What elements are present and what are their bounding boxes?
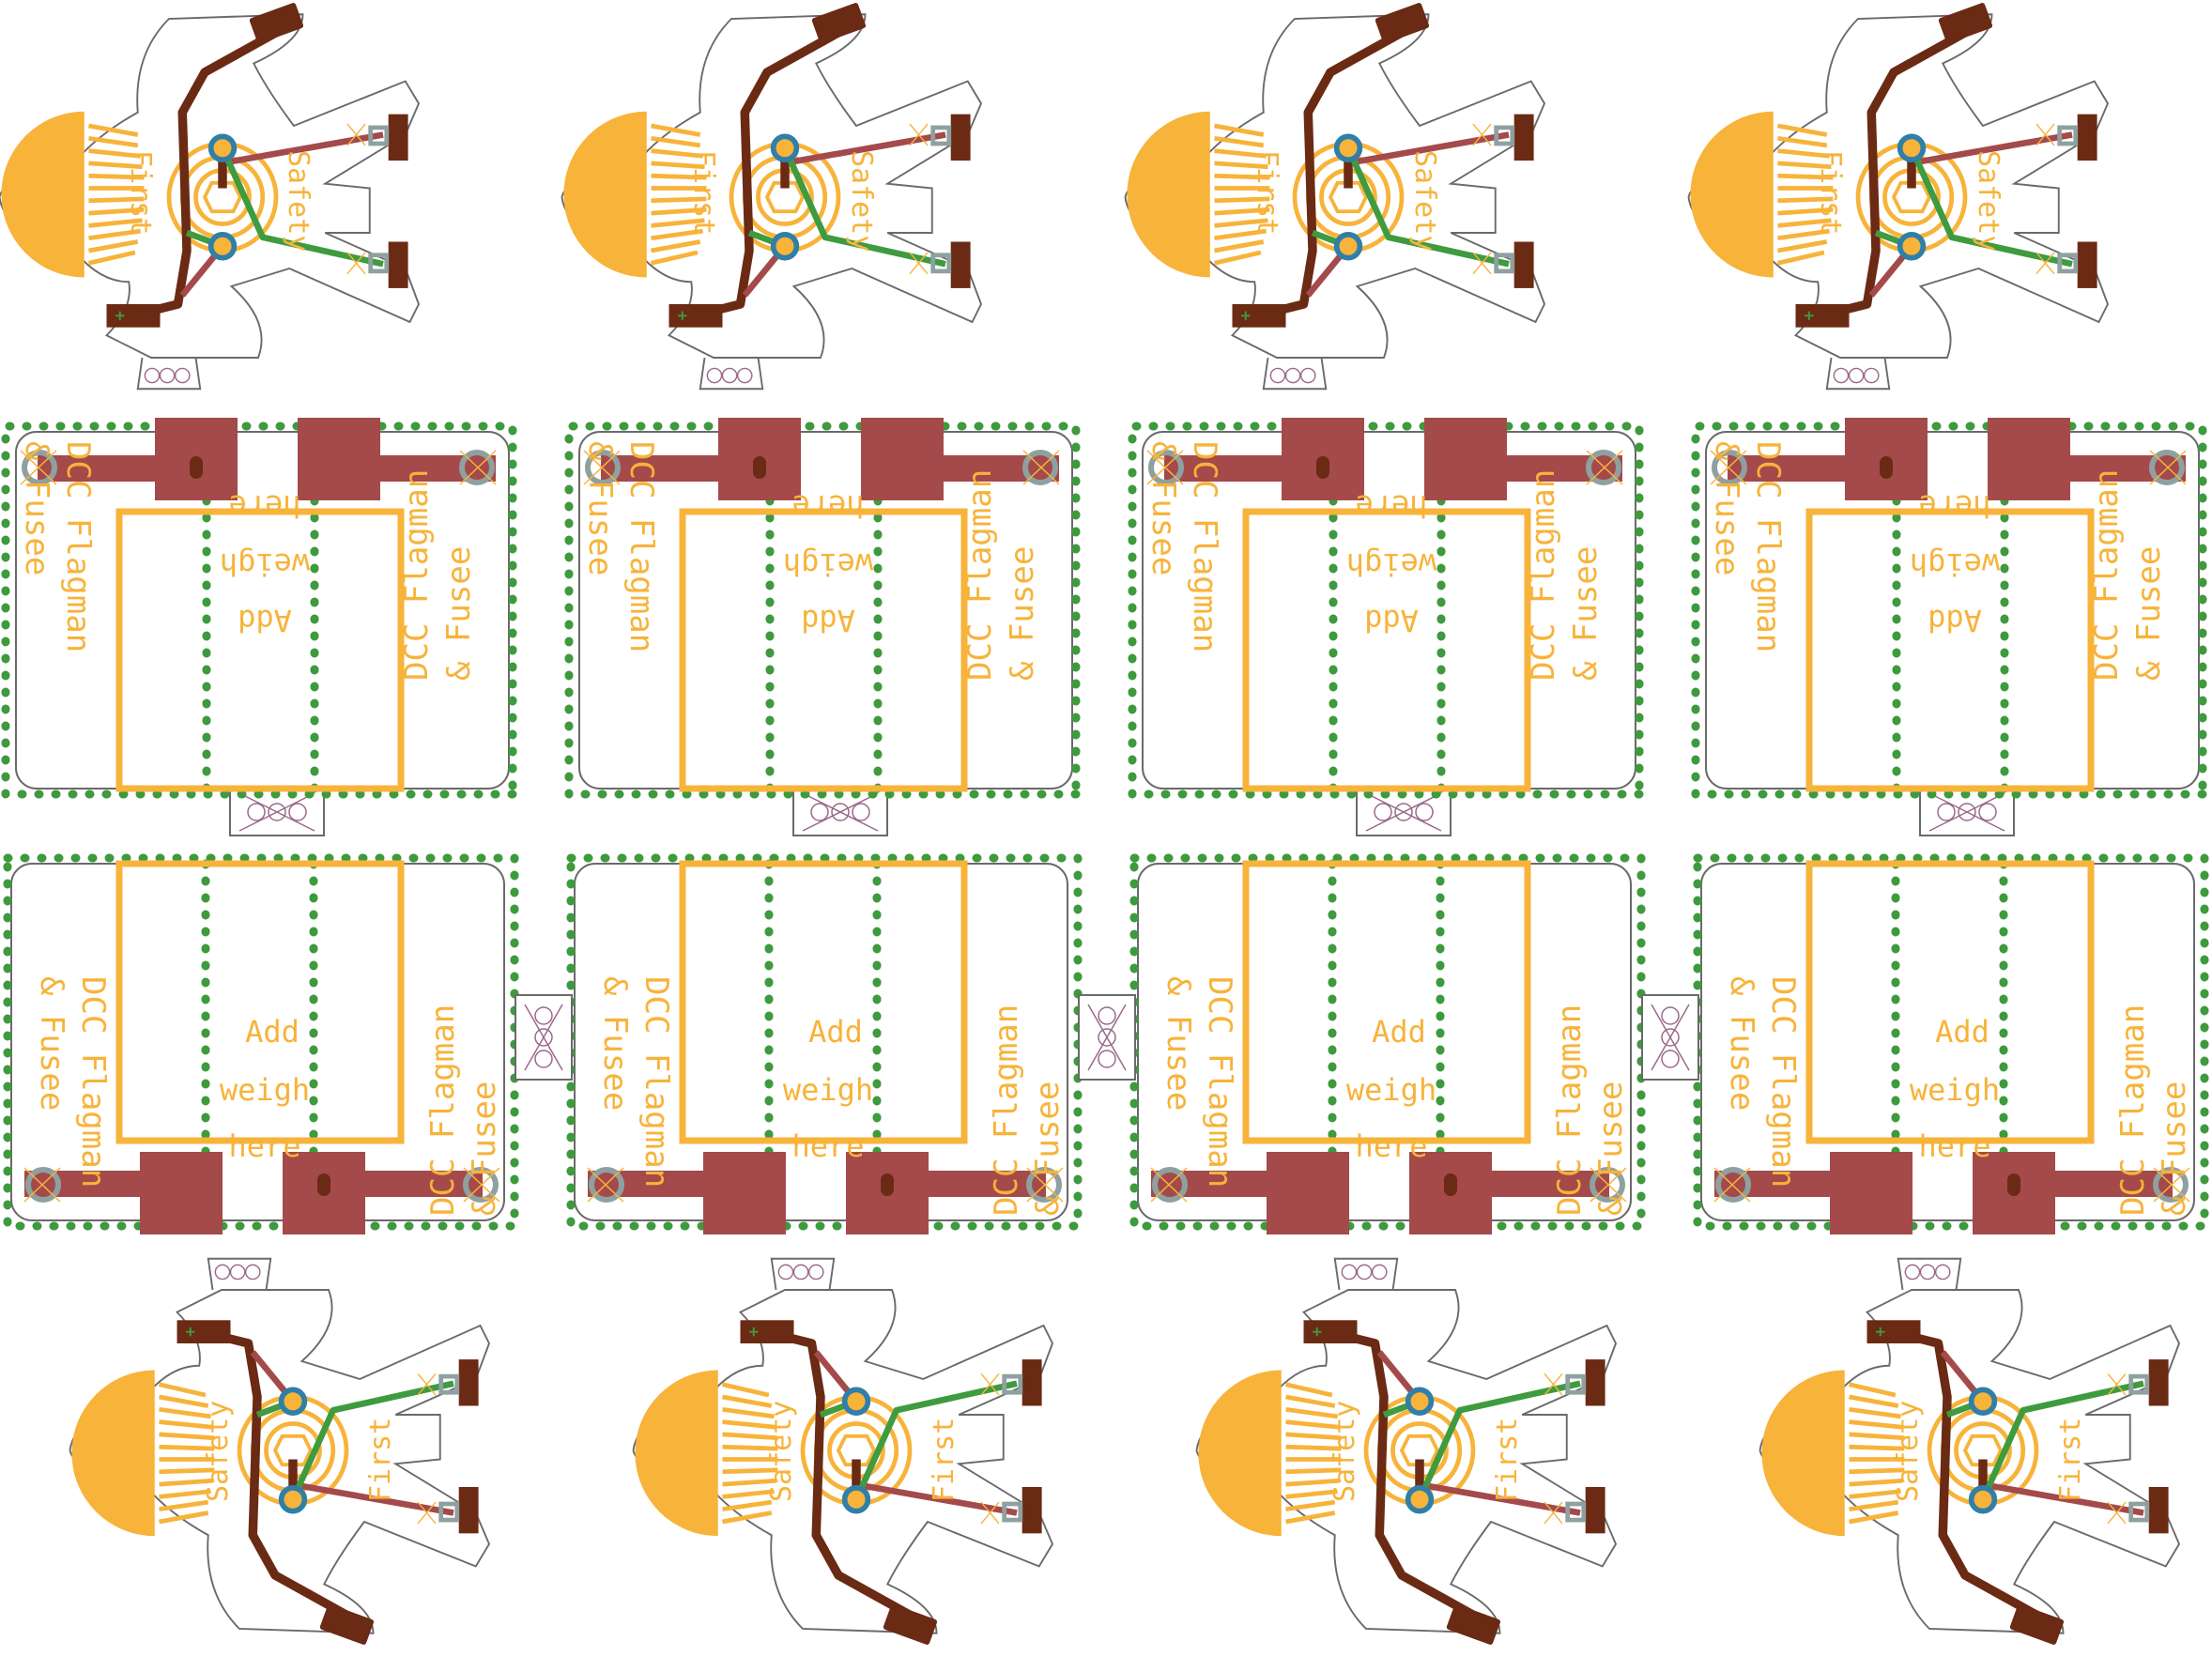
- weight-text: here: [1355, 1128, 1427, 1164]
- board-name: & Fusee: [1708, 441, 1745, 575]
- board-name: & Fusee: [596, 976, 634, 1111]
- board-name: & Fusee: [581, 441, 619, 575]
- board-name: DCC Flagman: [424, 1004, 462, 1216]
- row2-col1-text: DCC Flagman & Fusee DCC Flagman & Fusee …: [33, 976, 503, 1216]
- board-name-right-2: & Fusee: [440, 546, 478, 681]
- board-name: DCC Flagman: [988, 1004, 1025, 1216]
- figure-top-2: [562, 2, 982, 389]
- weight-text: here: [1355, 488, 1427, 524]
- row1-col4-text: DCC Flagman & Fusee DCC Flagman & Fusee …: [1708, 441, 2168, 681]
- weight-text: here: [791, 1128, 864, 1164]
- figure-word-first: First: [124, 150, 157, 235]
- weight-text: here: [228, 1128, 300, 1164]
- board-name: DCC Flagman: [1186, 441, 1223, 652]
- row1-col1-text: DCC Flagman & Fusee DCC Flagman & Fusee …: [18, 441, 478, 681]
- figure-top-text: Safety First Safety First Safety First S…: [124, 150, 2005, 252]
- row2-col3-text: DCC Flagman & Fusee DCC Flagman & Fusee …: [1160, 976, 1630, 1216]
- board-name: DCC Flagman: [2088, 469, 2126, 681]
- figure-top-3: [1126, 2, 1545, 389]
- weight-line3: Add: [238, 603, 292, 638]
- figure-word-safety: Safety: [1329, 1401, 1361, 1502]
- weight-text: Add: [245, 1014, 300, 1050]
- board-name-left-2: & Fusee: [18, 441, 55, 575]
- board-name: & Fusee: [466, 1081, 503, 1216]
- board-name: DCC Flagman: [1749, 441, 1787, 652]
- board-name: & Fusee: [2130, 546, 2168, 681]
- figure-word-first: First: [1251, 150, 1283, 235]
- board-name-left-1: DCC Flagman: [59, 441, 97, 652]
- weight-text: weigh: [1910, 1072, 2000, 1108]
- weight-text: Add: [1928, 603, 1982, 638]
- row2-col4-text: DCC Flagman & Fusee DCC Flagman & Fusee …: [1723, 976, 2193, 1216]
- board-name: & Fusee: [1160, 976, 1197, 1111]
- board-name: DCC Flagman: [637, 976, 675, 1188]
- weight-text: weigh: [220, 1072, 310, 1108]
- board-name: & Fusee: [1567, 546, 1605, 681]
- board-name: & Fusee: [1029, 1081, 1067, 1216]
- figure-word-safety: Safety: [1892, 1401, 1925, 1502]
- figure-top-4: [1689, 2, 2109, 389]
- weight-text: weigh: [1346, 546, 1436, 582]
- figure-word-safety: Safety: [202, 1401, 235, 1502]
- board-name: & Fusee: [33, 976, 70, 1111]
- figure-bottom-2: [634, 1259, 1053, 1646]
- figure-word-first: First: [687, 150, 720, 235]
- weight-line2: weigh: [220, 546, 310, 582]
- figure-word-safety: Safety: [282, 150, 315, 252]
- figure-bottom-3: [1197, 1259, 1617, 1646]
- board-name: DCC Flagman: [622, 441, 660, 652]
- board-name: & Fusee: [1592, 1081, 1630, 1216]
- board-name: DCC Flagman: [1201, 976, 1238, 1188]
- board-name: DCC Flagman: [1551, 1004, 1589, 1216]
- board-name: DCC Flagman: [1525, 469, 1562, 681]
- row1-col3-text: DCC Flagman & Fusee DCC Flagman & Fusee …: [1144, 441, 1605, 681]
- figure-word-safety: Safety: [765, 1401, 798, 1502]
- row2-col2-text: DCC Flagman & Fusee DCC Flagman & Fusee …: [596, 976, 1067, 1216]
- weight-text: weigh: [1910, 546, 2000, 582]
- figure-bottom-1: [69, 1259, 489, 1646]
- figure-word-first: First: [1814, 150, 1847, 235]
- figure-word-safety: Safety: [1408, 150, 1441, 252]
- weight-text: here: [791, 488, 864, 524]
- figure-word-first: First: [928, 1418, 960, 1502]
- figure-word-first: First: [2054, 1418, 2087, 1502]
- weight-text: weigh: [783, 1072, 873, 1108]
- board-name: & Fusee: [1723, 976, 1760, 1111]
- weight-text: Add: [1935, 1014, 1989, 1050]
- board-name: & Fusee: [1004, 546, 1041, 681]
- weight-text: Add: [1372, 1014, 1426, 1050]
- weight-text: weigh: [783, 546, 873, 582]
- figure-word-safety: Safety: [845, 150, 878, 252]
- weight-text: Add: [1364, 603, 1419, 638]
- weight-text: weigh: [1346, 1072, 1436, 1108]
- weight-text: Add: [808, 1014, 863, 1050]
- figure-top-1: [0, 2, 419, 389]
- weight-text: Add: [801, 603, 855, 638]
- board-name-right-1: DCC Flagman: [398, 469, 436, 681]
- figure-word-first: First: [364, 1418, 397, 1502]
- board-name: DCC Flagman: [1764, 976, 1802, 1188]
- weight-text: here: [1918, 488, 1990, 524]
- board-name: & Fusee: [1144, 441, 1182, 575]
- row1-col2-text: DCC Flagman & Fusee DCC Flagman & Fusee …: [581, 441, 1041, 681]
- weight-line1: here: [228, 488, 300, 524]
- figure-word-safety: Safety: [1972, 150, 2005, 252]
- figure-bottom-text: Safety First Safety First Safety First S…: [202, 1401, 2087, 1502]
- figure-word-first: First: [1491, 1418, 1524, 1502]
- weight-text: here: [1918, 1128, 1990, 1164]
- board-name: DCC Flagman: [74, 976, 112, 1188]
- board-name: DCC Flagman: [2114, 1004, 2152, 1216]
- board-name: & Fusee: [2156, 1081, 2193, 1216]
- board-name: DCC Flagman: [961, 469, 999, 681]
- figure-bottom-4: [1760, 1259, 2180, 1646]
